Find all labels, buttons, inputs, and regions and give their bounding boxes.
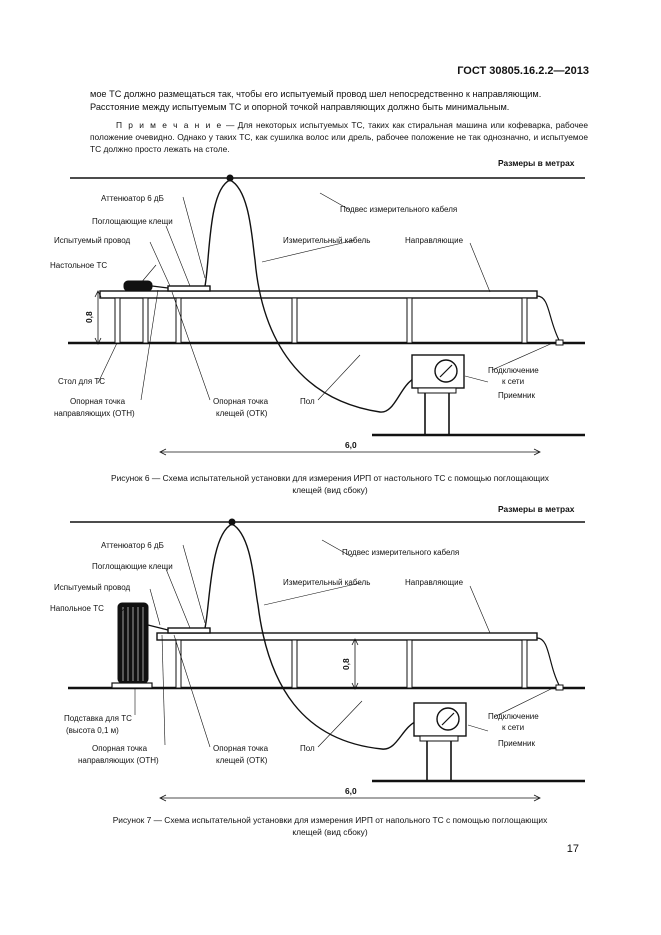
- label-meas-cable: Измерительный кабель: [283, 578, 370, 587]
- label-meas-cable: Измерительный кабель: [283, 236, 370, 245]
- figure-7-diagram: Размеры в метрах Аттенюатор 6 дБ Поглоща…: [50, 504, 585, 802]
- label-guides: Направляющие: [405, 236, 464, 245]
- figure-7-caption: Рисунок 7 — Схема испытательной установк…: [70, 814, 590, 838]
- tabletop-eut: [123, 280, 153, 292]
- label-otk-2: клещей (ОТК): [216, 409, 268, 418]
- table-leg: [291, 639, 298, 689]
- absorbing-clamp: [167, 285, 211, 292]
- table-leg: [521, 297, 528, 344]
- suspension-point: [226, 174, 234, 182]
- label-otn-1: Опорная точка: [70, 397, 126, 406]
- label-clamp: Поглощающие клещи: [92, 217, 173, 226]
- label-attenuator: Аттенюатор 6 дБ: [101, 194, 164, 203]
- label-mains-1: Подключение: [488, 712, 539, 721]
- label-mains-2: к сети: [502, 723, 524, 732]
- mains-plug: [555, 339, 564, 346]
- label-otk-1: Опорная точка: [213, 744, 269, 753]
- caption-line: Рисунок 7 — Схема испытательной установк…: [112, 815, 548, 825]
- receiver-dial-icon: [434, 359, 458, 383]
- guides-rail: [99, 290, 538, 299]
- suspension-point: [228, 518, 236, 526]
- page-number: 17: [566, 843, 579, 855]
- caption-line: клещей (вид сбоку): [292, 827, 368, 837]
- caption-line: Рисунок 6 — Схема испытательной установк…: [111, 473, 549, 483]
- units-note: Размеры в метрах: [498, 504, 575, 514]
- label-eut-stand-2: (высота 0,1 м): [66, 726, 119, 735]
- label-lead: Испытуемый провод: [54, 583, 131, 592]
- label-guides: Направляющие: [405, 578, 464, 587]
- length-dimension: 6,0: [345, 786, 357, 796]
- figure-6-caption: Рисунок 6 — Схема испытательной установк…: [70, 472, 590, 496]
- label-floor: Пол: [300, 397, 315, 406]
- mains-plug: [555, 684, 564, 691]
- label-floor: Пол: [300, 744, 315, 753]
- measurement-cable: [204, 179, 416, 413]
- body-paragraph: мое ТС должно размещаться так, чтобы его…: [90, 88, 588, 114]
- table-leg: [521, 639, 528, 689]
- guides-rail: [156, 632, 538, 641]
- height-dimension: 0,8: [341, 658, 351, 670]
- table-leg: [142, 297, 149, 344]
- document-code: ГОСТ 30805.16.2.2—2013: [457, 65, 589, 77]
- paragraph-line: мое ТС должно размещаться так, чтобы его…: [90, 89, 542, 99]
- label-suspension: Подвес измерительного кабеля: [342, 548, 459, 557]
- label-lead: Испытуемый провод: [54, 236, 131, 245]
- receiver: [413, 702, 467, 737]
- receiver: [411, 354, 465, 389]
- table-leg: [291, 297, 298, 344]
- note-lead: П р и м е ч а н и е: [116, 120, 223, 130]
- label-otk-2: клещей (ОТК): [216, 756, 268, 765]
- height-dimension: 0,8: [84, 311, 94, 323]
- label-receiver: Приемник: [498, 391, 536, 400]
- absorbing-clamp: [167, 627, 211, 634]
- length-dimension: 6,0: [345, 440, 357, 450]
- label-eut: Настольное ТС: [50, 261, 107, 270]
- note-paragraph: П р и м е ч а н и е — Для некоторых испы…: [90, 119, 588, 155]
- caption-line: клещей (вид сбоку): [292, 485, 368, 495]
- label-mains-2: к сети: [502, 377, 524, 386]
- units-note: Размеры в метрах: [498, 158, 575, 168]
- label-otn-1: Опорная точка: [92, 744, 148, 753]
- figure-6-diagram: Размеры в метрах Аттенюатор 6 дБ Поглоща…: [50, 158, 585, 456]
- label-mains-1: Подключение: [488, 366, 539, 375]
- label-attenuator: Аттенюатор 6 дБ: [101, 541, 164, 550]
- label-otn-2: направляющих (ОТН): [54, 409, 135, 418]
- label-eut-stand-1: Подставка для ТС: [64, 714, 132, 723]
- label-suspension: Подвес измерительного кабеля: [340, 205, 457, 214]
- table-leg: [175, 639, 182, 689]
- label-clamp: Поглощающие клещи: [92, 562, 173, 571]
- receiver-dial-icon: [436, 707, 460, 731]
- label-receiver: Приемник: [498, 739, 536, 748]
- label-eut: Напольное ТС: [50, 604, 104, 613]
- label-otn-2: направляющих (ОТН): [78, 756, 159, 765]
- paragraph-line: Расстояние между испытуемым ТС и опорной…: [90, 102, 510, 112]
- table-leg: [406, 639, 413, 689]
- measurement-cable: [204, 523, 418, 750]
- table-leg: [406, 297, 413, 344]
- eut-stand: [111, 682, 153, 689]
- label-eut-stand: Стол для ТС: [58, 377, 105, 386]
- note-text: — Для некоторых испытуемых ТС, таких как…: [90, 120, 588, 154]
- table-leg: [175, 297, 182, 344]
- table-leg: [114, 297, 121, 344]
- label-otk-1: Опорная точка: [213, 397, 269, 406]
